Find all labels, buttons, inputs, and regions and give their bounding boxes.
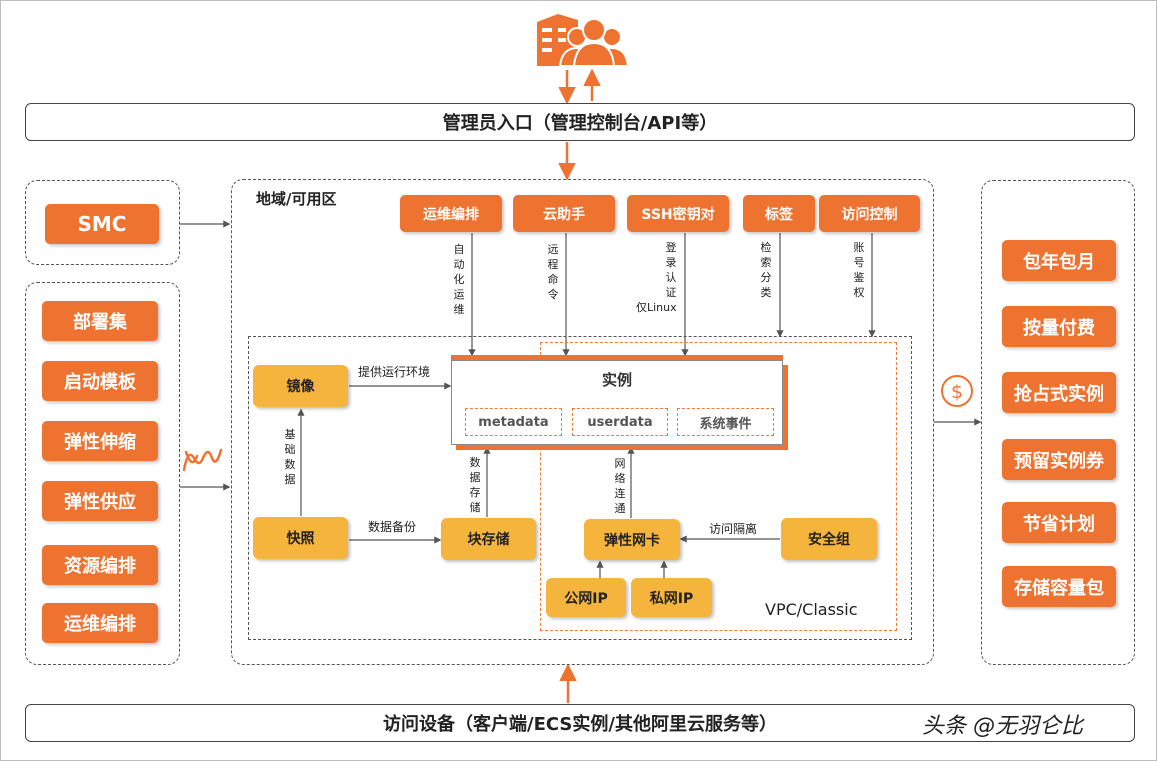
label-base-data: 基础数据 (284, 428, 296, 486)
access-device-bar: 访问设备（客户端/ECS实例/其他阿里云服务等） (25, 704, 1135, 742)
left-item-launch-template[interactable]: 启动模板 (42, 361, 158, 401)
label-data-storage: 数据存储 (469, 456, 481, 514)
left-item-auto-scaling[interactable]: 弹性伸缩 (42, 421, 158, 461)
billing-pay-as-you-go[interactable]: 按量付费 (1002, 306, 1116, 347)
billing-panel (981, 180, 1135, 665)
service-oos-button[interactable]: 运维编排 (400, 195, 502, 232)
label-login-auth: 登录认证 (665, 241, 677, 299)
left-features-panel (25, 282, 180, 665)
block-storage-box[interactable]: 块存储 (441, 518, 536, 560)
image-box[interactable]: 镜像 (253, 365, 348, 407)
admin-users-icon (537, 14, 630, 67)
security-group-box[interactable]: 安全组 (781, 518, 877, 560)
billing-reserved-instance[interactable]: 预留实例券 (1002, 439, 1116, 480)
region-container (231, 179, 934, 665)
label-linux-only: 仅Linux (636, 301, 677, 314)
snapshot-box[interactable]: 快照 (253, 517, 348, 559)
billing-savings-plan[interactable]: 节省计划 (1002, 502, 1116, 543)
smc-button[interactable]: SMC (45, 204, 159, 244)
label-remote-command: 远程命令 (547, 243, 559, 301)
service-ssh-keypair-button[interactable]: SSH密钥对 (627, 195, 729, 232)
watermark: 头条 @无羽仑比 (922, 714, 1083, 739)
label-search-classify: 检索分类 (760, 241, 772, 299)
billing-spot-instance[interactable]: 抢占式实例 (1002, 372, 1116, 413)
instance-top-accent (451, 355, 783, 360)
billing-storage-capacity[interactable]: 存储容量包 (1002, 566, 1116, 607)
instance-metadata[interactable]: metadata (465, 408, 562, 436)
label-auto-ops: 自动化运维 (453, 243, 465, 316)
instance-title: 实例 (601, 371, 632, 389)
left-item-oos[interactable]: 运维编排 (42, 603, 158, 643)
region-title: 地域/可用区 (256, 190, 337, 208)
label-data-backup: 数据备份 (368, 520, 417, 534)
left-item-ros[interactable]: 资源编排 (42, 545, 158, 585)
elastic-wave-icon (182, 448, 223, 472)
label-account-auth: 账号鉴权 (853, 241, 865, 299)
vpc-box (540, 342, 897, 631)
label-access-isolation: 访问隔离 (709, 522, 758, 536)
private-ip-box[interactable]: 私网IP (631, 578, 712, 617)
dollar-icon: $ (941, 375, 973, 407)
service-cloud-assistant-button[interactable]: 云助手 (513, 195, 615, 232)
label-network-connect: 网络连通 (614, 457, 626, 515)
smc-container (25, 180, 180, 265)
label-provide-runtime: 提供运行环境 (358, 365, 431, 379)
service-tag-button[interactable]: 标签 (743, 195, 815, 232)
svg-text:$: $ (951, 381, 963, 403)
inner-zone-box (248, 336, 912, 640)
instance-userdata[interactable]: userdata (572, 408, 668, 436)
admin-entry-bar: 管理员入口（管理控制台/API等） (25, 103, 1135, 141)
instance-system-events[interactable]: 系统事件 (677, 408, 774, 436)
public-ip-box[interactable]: 公网IP (546, 578, 626, 617)
left-item-deployment-set[interactable]: 部署集 (42, 301, 158, 341)
left-item-auto-provisioning[interactable]: 弹性供应 (42, 481, 158, 521)
service-ram-button[interactable]: 访问控制 (819, 195, 920, 232)
instance-box[interactable] (451, 360, 783, 445)
billing-subscription[interactable]: 包年包月 (1002, 240, 1116, 281)
eni-box[interactable]: 弹性网卡 (584, 519, 680, 560)
vpc-label: VPC/Classic (765, 600, 858, 619)
